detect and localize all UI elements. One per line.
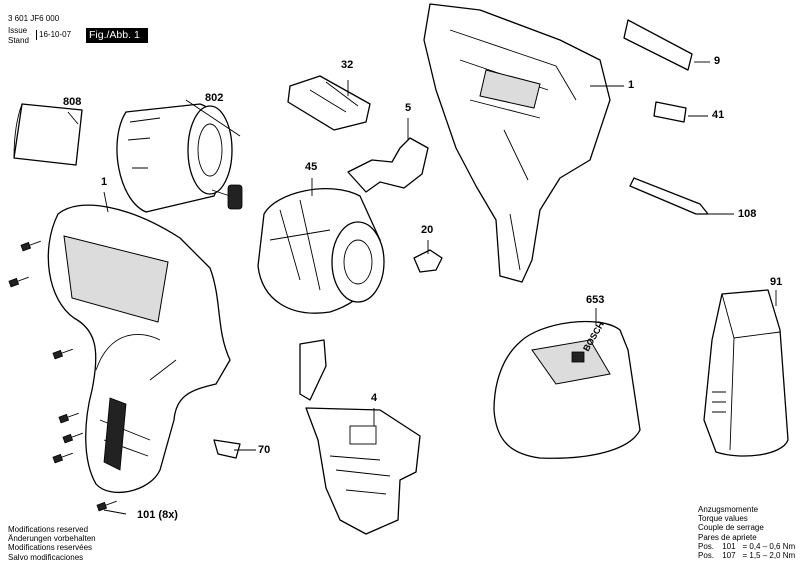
doc-number: 3 601 JF6 000: [8, 14, 60, 23]
part-808-drawing: [13, 103, 83, 166]
part-label: 108: [738, 208, 757, 220]
torque-row: Pos. 107 = 1,5 – 2,0 Nm: [698, 551, 795, 560]
part-label: 20: [421, 224, 434, 236]
part-5-slider-drawing: [347, 137, 429, 193]
part-label: 45: [305, 161, 318, 173]
part-label: 1: [101, 176, 108, 188]
footer-note: Änderungen vorbehalten: [8, 534, 96, 544]
part-label: 101 (8x): [137, 509, 178, 521]
part-label: 41: [712, 109, 725, 121]
part-32-switch-drawing: [287, 75, 371, 131]
part-label: 1: [628, 79, 635, 91]
part-label: 808: [63, 96, 82, 108]
part-20-clip-drawing: [413, 249, 443, 273]
footer-note: Modifications reservées: [8, 543, 93, 553]
figure-label: Fig./Abb. 1: [86, 28, 148, 43]
part-70-clip-drawing: [213, 439, 241, 459]
part-label: 9: [714, 55, 721, 67]
torque-row-part: 107: [722, 551, 736, 561]
torque-row-value: = 1,5 – 2,0 Nm: [742, 551, 796, 561]
torque-title: Torque values: [698, 514, 748, 524]
footer-note: Modifications reserved: [8, 525, 89, 534]
torque-row-label: Pos.: [698, 551, 715, 561]
torque-title: Pares de apriete: [698, 532, 757, 542]
torque-title: Couple de serrage: [698, 523, 764, 533]
part-108-bit-drawing: [629, 177, 709, 215]
torque-row-label: Pos.: [698, 541, 715, 551]
torque-row: Pos. 101 = 0,4 – 0,6 Nm: [698, 542, 795, 551]
part-1-housing-right-drawing: [423, 3, 611, 283]
part-label: 91: [770, 276, 783, 288]
torque-row-value: = 0,4 – 0,6 Nm: [742, 541, 796, 551]
torque-title: Anzugsmomente: [698, 505, 759, 514]
footer-note: Salvo modificaciones: [8, 552, 84, 562]
part-label: 802: [205, 92, 224, 104]
part-41-plate-drawing: [653, 101, 687, 123]
leader-lines: [67, 61, 777, 515]
part-653-charger-drawing: BOSCH: [493, 320, 641, 459]
part-91-battery-drawing: [703, 289, 789, 457]
part-label: 5: [405, 102, 412, 114]
part-label: 4: [371, 392, 378, 404]
part-802-motor-drawing: [116, 103, 243, 213]
part-label: 70: [258, 444, 271, 456]
issue-label: Issue: [8, 26, 28, 35]
issue-date: 16-10-07: [36, 30, 71, 40]
footer-notes: Modifications reserved Änderungen vorbeh…: [8, 525, 96, 562]
part-label: 32: [341, 59, 354, 71]
part-label: 653: [586, 294, 605, 306]
torque-row-part: 101: [722, 541, 736, 551]
stand-label: Stand: [8, 36, 29, 45]
torque-values: Anzugsmomente Torque values Couple de se…: [698, 505, 795, 560]
part-45-gearbox-drawing: [257, 188, 385, 314]
part-1-housing-left-drawing: [47, 204, 231, 493]
part-4-electronics-drawing: [299, 339, 421, 535]
part-101-screws-drawing: [8, 240, 117, 512]
part-9-label-drawing: [623, 19, 693, 71]
